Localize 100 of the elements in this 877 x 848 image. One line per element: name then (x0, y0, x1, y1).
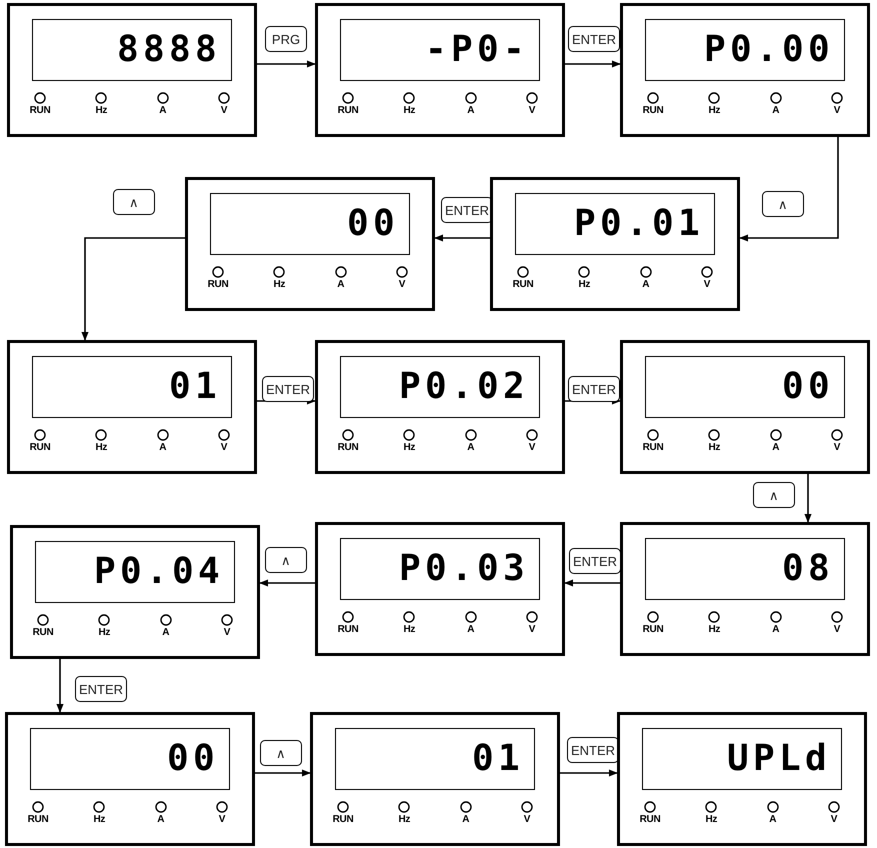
display-panel (617, 712, 867, 846)
display-panel (185, 177, 435, 311)
indicator-label: V (528, 625, 536, 635)
key-label: ENTER (569, 548, 622, 574)
key-label: ∧ (753, 482, 795, 508)
indicator-label: A (162, 628, 170, 638)
display-panel (315, 340, 565, 474)
display-readout: -P0- (425, 32, 529, 68)
key-label: ENTER (75, 676, 128, 702)
indicator-label: Hz (404, 443, 416, 453)
display-panel (5, 712, 255, 846)
key-label: ∧ (260, 740, 302, 766)
arrow (81, 237, 185, 341)
arrow (255, 769, 311, 777)
display-panel (620, 3, 870, 137)
display-readout: 00 (347, 206, 399, 242)
indicator-label: Hz (98, 628, 110, 638)
key-label: ∧ (265, 547, 307, 573)
display-readout: 08 (782, 551, 834, 587)
indicator-label: A (467, 106, 474, 116)
indicator-label: Hz (578, 280, 590, 290)
key-label: PRG (265, 26, 307, 52)
display-panel (310, 712, 560, 846)
indicator-label: RUN (642, 443, 664, 453)
indicator-label: V (524, 815, 530, 825)
key-label: ENTER (568, 26, 620, 52)
indicator-label: A (772, 106, 780, 116)
indicator-label: RUN (640, 815, 660, 825)
indicator-label: A (642, 280, 650, 290)
indicator-label: V (220, 106, 228, 116)
indicator-label: A (159, 106, 166, 116)
indicator-label: A (467, 625, 474, 635)
indicator-label: V (704, 280, 710, 290)
arrow (564, 579, 620, 587)
arrow (565, 60, 621, 68)
arrow (739, 137, 839, 242)
arrow (56, 659, 64, 713)
indicator-label: V (528, 106, 536, 116)
indicator-label: Hz (404, 625, 416, 635)
indicator-label: A (462, 815, 470, 825)
arrow (804, 474, 812, 523)
display-readout: P0.01 (574, 206, 704, 242)
indicator-label: RUN (338, 106, 358, 116)
arrow (259, 579, 315, 587)
indicator-label: RUN (338, 625, 358, 635)
indicator-label: V (398, 280, 406, 290)
display-panel (10, 525, 260, 659)
indicator-label: RUN (208, 280, 228, 290)
arrow (257, 60, 316, 68)
arrow (560, 769, 618, 777)
indicator-label: RUN (332, 815, 354, 825)
indicator-label: Hz (708, 443, 720, 453)
key-label: ∧ (113, 189, 155, 215)
indicator-label: RUN (512, 280, 534, 290)
indicator-label: A (337, 280, 344, 290)
indicator-label: RUN (642, 106, 664, 116)
indicator-label: RUN (642, 625, 664, 635)
indicator-label: RUN (32, 628, 54, 638)
indicator-label: Hz (708, 625, 720, 635)
indicator-label: V (834, 625, 840, 635)
indicator-label: V (834, 443, 840, 453)
indicator-label: A (157, 815, 164, 825)
display-panel (315, 522, 565, 656)
display-readout: P0.02 (399, 369, 529, 405)
indicator-label: RUN (30, 106, 50, 116)
arrow (434, 234, 490, 242)
display-readout: UPLd (727, 741, 831, 777)
indicator-label: V (830, 815, 838, 825)
display-panel (7, 340, 257, 474)
display-readout: 00 (782, 369, 834, 405)
indicator-label: RUN (28, 815, 48, 825)
indicator-label: A (159, 443, 166, 453)
indicator-label: V (220, 443, 228, 453)
key-label: ∧ (762, 191, 804, 217)
indicator-label: V (528, 443, 536, 453)
key-label: ENTER (262, 376, 314, 402)
display-panel (7, 3, 257, 137)
key-label: ENTER (567, 737, 620, 763)
display-panel (620, 340, 870, 474)
indicator-label: Hz (706, 815, 718, 825)
indicator-label: A (467, 443, 474, 453)
display-panel (315, 3, 565, 137)
display-readout: 8888 (117, 32, 221, 68)
indicator-label: V (834, 106, 840, 116)
display-readout: 00 (167, 741, 219, 777)
display-panel (490, 177, 740, 311)
display-readout: P0.04 (94, 554, 224, 590)
display-readout: P0.03 (399, 551, 529, 587)
indicator-label: A (772, 443, 780, 453)
key-label: ENTER (568, 376, 620, 402)
display-readout: 01 (472, 741, 524, 777)
indicator-label: A (772, 625, 780, 635)
indicator-label: V (218, 815, 226, 825)
indicator-label: Hz (94, 815, 106, 825)
indicator-label: Hz (96, 443, 108, 453)
indicator-label: RUN (30, 443, 50, 453)
indicator-label: Hz (708, 106, 720, 116)
indicator-label: Hz (274, 280, 286, 290)
indicator-label: V (224, 628, 230, 638)
display-readout: P0.00 (704, 32, 834, 68)
